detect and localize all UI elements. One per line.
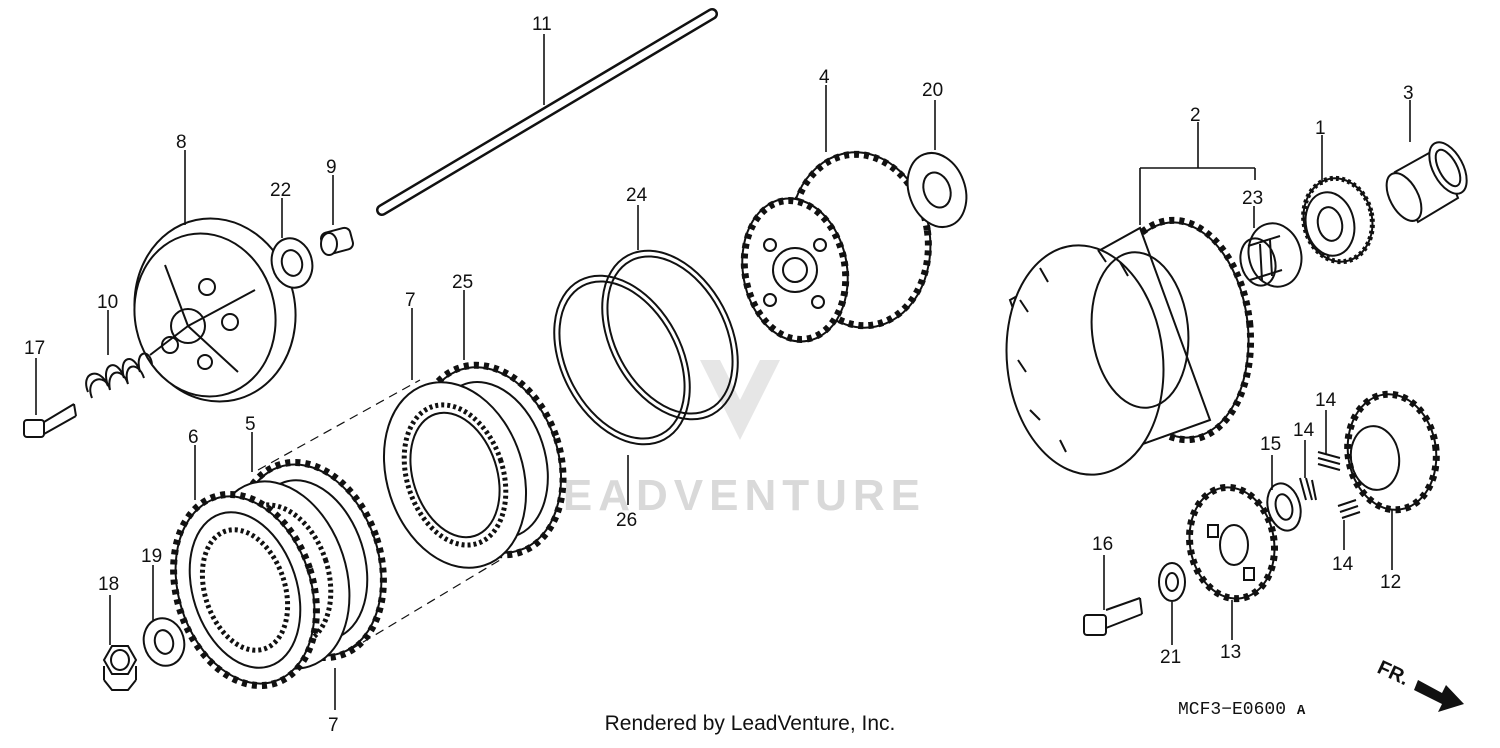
part-26-ring[interactable] xyxy=(527,252,717,467)
part-11-push-rod[interactable] xyxy=(376,8,718,216)
callout-15: 15 xyxy=(1260,434,1281,455)
callout-5: 5 xyxy=(245,414,256,435)
part-10-clutch-spring[interactable] xyxy=(85,352,153,399)
callout-7-upper: 7 xyxy=(405,290,416,311)
callout-12: 12 xyxy=(1380,572,1401,593)
part-16-bolt[interactable] xyxy=(1083,597,1143,636)
part-15-washer[interactable] xyxy=(1262,480,1305,535)
front-direction-arrow: FR. xyxy=(1374,657,1464,712)
callout-19: 19 xyxy=(141,546,162,567)
callout-24: 24 xyxy=(626,185,648,206)
part-18-lock-nut[interactable] xyxy=(102,645,138,691)
part-12-gear[interactable] xyxy=(1340,388,1443,515)
callout-17: 17 xyxy=(24,338,45,359)
part-17-bolt[interactable] xyxy=(23,403,77,438)
watermark-text: LEADVENTURE xyxy=(530,471,926,520)
part-20-thrust-washer[interactable] xyxy=(898,145,977,236)
part-19-washer[interactable] xyxy=(138,614,189,671)
callout-1: 1 xyxy=(1315,118,1326,139)
part-3-sleeve[interactable] xyxy=(1379,136,1474,226)
part-14-spring-c[interactable] xyxy=(1337,499,1361,519)
callout-16: 16 xyxy=(1092,534,1113,555)
callout-23: 23 xyxy=(1242,188,1263,209)
callout-22: 22 xyxy=(270,180,291,201)
part-7-clutch-plate-upper[interactable] xyxy=(361,364,549,587)
part-4-clutch-center[interactable] xyxy=(731,143,941,350)
diagram-code-suffix: A xyxy=(1296,703,1306,719)
callout-26: 26 xyxy=(616,510,637,531)
footer-credit: Rendered by LeadVenture, Inc. xyxy=(604,712,896,735)
direction-label: FR. xyxy=(1374,657,1412,691)
callout-11: 11 xyxy=(532,14,552,35)
callout-labels: 1 2 3 4 5 6 7 7 8 9 10 11 12 13 14 14 14… xyxy=(24,14,1414,736)
callout-8: 8 xyxy=(176,132,187,153)
callout-14-b: 14 xyxy=(1293,420,1315,441)
part-2-clutch-outer[interactable] xyxy=(995,213,1261,482)
watermark: LEADVENTURE xyxy=(530,360,926,520)
diagram-code-text: MCF3−E0600 xyxy=(1178,700,1287,720)
callout-25: 25 xyxy=(452,272,473,293)
part-6-friction-disc[interactable] xyxy=(150,476,340,704)
callout-20: 20 xyxy=(922,80,943,101)
callout-9: 9 xyxy=(326,157,337,178)
part-9-rod-piece[interactable] xyxy=(320,226,355,256)
callout-14-c: 14 xyxy=(1332,554,1354,575)
part-14-spring-a[interactable] xyxy=(1317,451,1341,471)
callout-6: 6 xyxy=(188,427,199,448)
part-14-spring-b[interactable] xyxy=(1299,477,1317,501)
callout-13: 13 xyxy=(1220,642,1241,663)
part-21-collar[interactable] xyxy=(1158,562,1186,602)
part-1-hub-gear[interactable] xyxy=(1296,172,1380,268)
callout-2: 2 xyxy=(1190,105,1201,126)
part-8-pressure-plate[interactable] xyxy=(118,203,313,416)
callout-10: 10 xyxy=(97,292,118,313)
callout-3: 3 xyxy=(1403,83,1414,104)
callout-4: 4 xyxy=(819,67,830,88)
part-24-ring[interactable] xyxy=(575,227,765,442)
part-13-drive-plate[interactable] xyxy=(1181,481,1283,606)
callout-14-a: 14 xyxy=(1315,390,1337,411)
callout-7-lower: 7 xyxy=(328,715,339,736)
part-23-needle-bearing[interactable] xyxy=(1235,217,1308,292)
callout-18: 18 xyxy=(98,574,119,595)
part-22-bearing[interactable] xyxy=(266,234,318,293)
callout-21: 21 xyxy=(1160,647,1181,668)
leader-lines xyxy=(35,34,1411,710)
diagram-code: MCF3−E0600 A xyxy=(1178,700,1305,720)
